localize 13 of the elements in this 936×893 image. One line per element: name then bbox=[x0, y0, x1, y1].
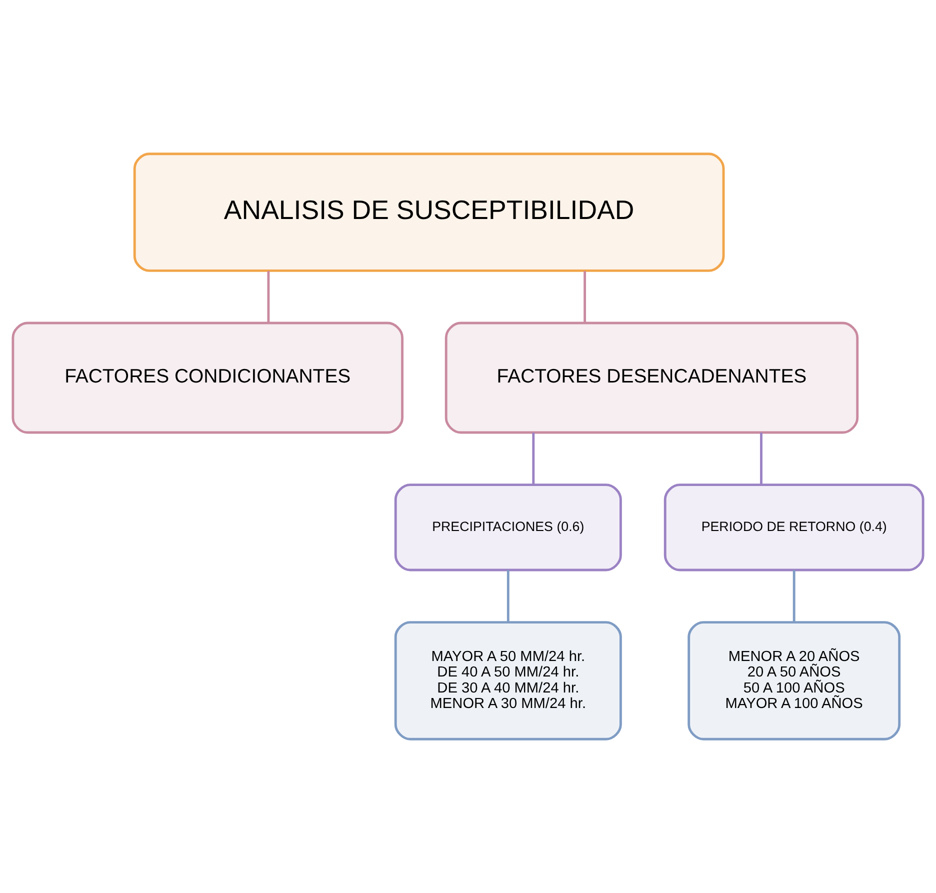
connector bbox=[532, 432, 535, 485]
node-box: FACTORES DESENCADENANTES bbox=[444, 322, 859, 434]
connector bbox=[267, 271, 270, 322]
node-box: FACTORES CONDICIONANTES bbox=[12, 322, 404, 434]
connector bbox=[506, 570, 510, 622]
node-box: MENOR A 20 AÑOS 20 A 50 AÑOS 50 A 100 AÑOS MAYOR A 100 AÑOS bbox=[688, 621, 901, 740]
node-box: PRECIPITACIONES (0.6) bbox=[394, 484, 622, 572]
node-box: ANALISIS DE SUSCEPTIBILIDAD bbox=[133, 152, 725, 272]
node-box: MAYOR A 50 MM/24 hr. DE 40 A 50 MM/24 hr. DE 30 A 40 MM/24 hr. MENOR A 30 MM/24 hr. bbox=[394, 621, 622, 740]
connector bbox=[760, 432, 762, 485]
connector bbox=[584, 271, 586, 322]
connector bbox=[792, 570, 796, 622]
node-box: PERIODO DE RETORNO (0.4) bbox=[664, 484, 924, 572]
